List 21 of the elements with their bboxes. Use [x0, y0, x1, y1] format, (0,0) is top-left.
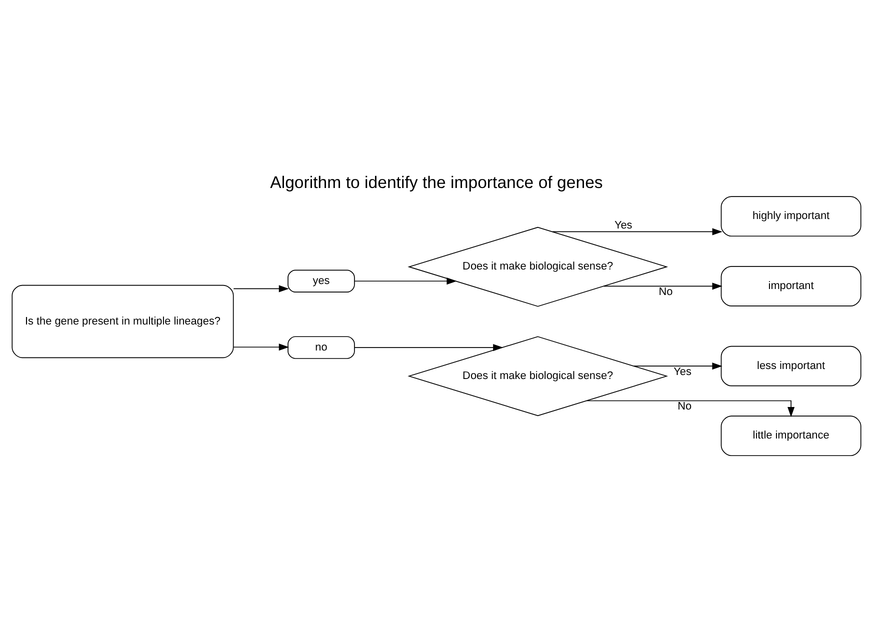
- arrow: [552, 228, 722, 235]
- node-box: yes: [288, 269, 355, 292]
- node-diamond: Does it make biological sense?: [408, 336, 668, 416]
- arrow: [354, 344, 504, 351]
- arrow: [634, 362, 722, 370]
- edge-label: No: [658, 285, 673, 298]
- diagram-title: Algorithm to identify the importance of genes: [270, 172, 603, 192]
- node-box: no: [288, 336, 355, 358]
- node-box: less important: [720, 345, 862, 386]
- edge-label: Yes: [674, 365, 692, 378]
- edge-label: Yes: [614, 219, 632, 232]
- arrow: [586, 400, 795, 417]
- node-box: little importance: [720, 415, 862, 456]
- edge-label: No: [678, 400, 692, 412]
- node-box: highly important: [720, 196, 862, 236]
- arrow: [233, 343, 289, 350]
- arrow: [603, 282, 722, 290]
- arrow: [233, 284, 289, 292]
- node-box: important: [720, 265, 862, 306]
- node-box: Is the gene present in multiple lineages?: [12, 284, 234, 358]
- arrow: [354, 277, 457, 284]
